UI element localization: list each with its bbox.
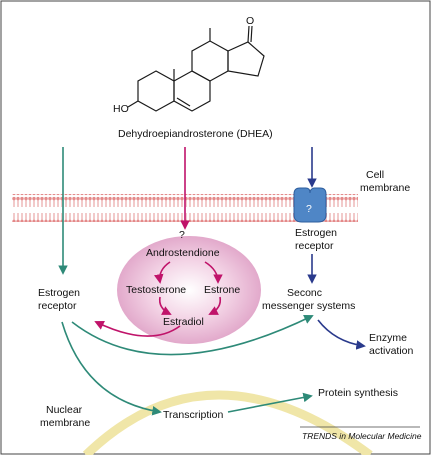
enzyme-label-1: Enzyme (369, 332, 407, 344)
androstenedione-label: Androstendione (146, 247, 220, 259)
membrane-receptor-icon (293, 187, 327, 223)
estrone-label: Estrone (204, 284, 240, 296)
credit-label: TRENDS in Molecular Medicine (302, 431, 422, 441)
testosterone-label: Testosterone (126, 284, 186, 296)
second-messenger-label-2: messenger systems (262, 300, 355, 312)
estrogen-receptor-label-2: receptor (38, 300, 77, 312)
transcription-label: Transcription (163, 409, 223, 421)
second-messenger-label-1: Seconc (287, 287, 322, 299)
membrane-receptor-label-2: receptor (295, 240, 334, 252)
estrone-to-estradiol-arrow (208, 296, 222, 315)
estradiol-to-receptor-arrow (94, 321, 181, 337)
nuclear-membrane-label-2: membrane (40, 417, 90, 429)
androstenedione-to-estrone-arrow (204, 261, 223, 284)
protein-synthesis-label: Protein synthesis (318, 387, 398, 399)
dhea-structure (127, 25, 265, 112)
receptor-to-transcription-arrow (61, 321, 162, 416)
teal-arrows (58, 147, 314, 416)
testosterone-to-estradiol-arrow (158, 296, 172, 315)
enzyme-label-2: activation (369, 345, 414, 357)
unknown-conversion-mark: ? (179, 229, 185, 241)
nuclear-membrane-arc (82, 390, 373, 459)
androstenedione-to-testosterone-arrow (154, 261, 171, 284)
hydroxyl-label: HO (113, 103, 129, 115)
ketone-label: O (246, 15, 254, 27)
navy-arrows (307, 147, 366, 350)
cell-membrane-label-2: membrane (360, 182, 410, 194)
conversion-glow (117, 236, 261, 344)
receptor-question-mark: ? (306, 203, 312, 215)
magenta-arrows (94, 147, 223, 337)
membrane-receptor-label-1: Estrogen (295, 227, 337, 239)
estradiol-label: Estradiol (163, 316, 204, 328)
second-messenger-to-enzyme-arrow (317, 319, 366, 350)
estrogen-receptor-label-1: Estrogen (38, 287, 80, 299)
dhea-name: Dehydroepiandrosterone (DHEA) (118, 128, 273, 140)
cell-membrane-label-1: Cell (366, 169, 384, 181)
transcription-to-protein-arrow (227, 392, 313, 413)
nuclear-membrane-label-1: Nuclear (46, 404, 83, 416)
receptor-to-second-messenger-arrow (71, 315, 314, 356)
